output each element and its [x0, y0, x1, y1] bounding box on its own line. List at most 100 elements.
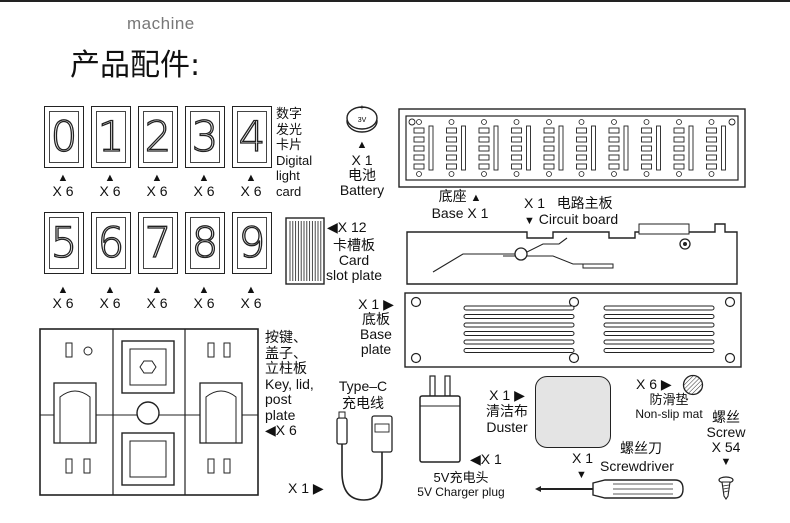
battery-qty: X 1 [351, 152, 373, 168]
charger-qty: ◀X 1 [470, 451, 502, 468]
digit-card-7: 7 [138, 212, 178, 274]
up-arrow-icon: ▲ [198, 172, 210, 184]
digit-card-5: 5 [44, 212, 84, 274]
sprue-qty: X 1 ▶ [288, 480, 324, 497]
up-arrow-icon: ▲ [57, 284, 69, 296]
circuit-qty: X 1 [524, 195, 546, 211]
base-label: 底座 ▲ Base X 1 [420, 189, 500, 221]
label-line: Digital [276, 152, 313, 168]
usb-cable-line: Type–C [338, 378, 388, 394]
qty-text: X 6 [193, 183, 215, 200]
key-lid-qty: X 6 [275, 422, 297, 438]
non-slip-label: 防滑垫 Non-slip mat [606, 393, 732, 422]
label-line: 立柱板 [265, 360, 307, 376]
digit-card-4: 4 [232, 106, 272, 168]
qty-text: X 6 [240, 295, 262, 312]
qty-text: X 6 [52, 295, 74, 312]
right-arrow-icon: ▶ [660, 376, 672, 392]
battery-icon: + 3V [346, 103, 378, 133]
left-arrow-icon: ◀ [327, 219, 338, 235]
digit-qty: ▲X 6 [85, 284, 135, 311]
base-plate-label: X 1 ▶ 底板 Base plate [346, 297, 406, 357]
digit-card-glyph: 4 [238, 112, 266, 161]
label-line: Key, lid, [265, 375, 314, 392]
screw-en: Screw [706, 424, 746, 440]
digit-qty: ▲X 6 [38, 172, 88, 199]
digit-qty: ▲X 6 [85, 172, 135, 199]
key-lid-post-label: 按键、 盖子、 立柱板 Key, lid, post plate ◀X 6 [265, 329, 314, 439]
duster-cloth-icon [535, 376, 611, 448]
qty-text: X 1 [288, 480, 310, 496]
digit-card-glyph: 2 [144, 112, 172, 161]
duster-label: X 1 ▶ 清洁布 Duster [476, 387, 538, 435]
battery-en: Battery [339, 182, 385, 198]
digit-qty: ▲X 6 [226, 284, 276, 311]
key-lid-post-sprue-icon [39, 328, 259, 496]
top-border [0, 0, 790, 2]
up-arrow-icon: ▲ [470, 192, 482, 204]
digit-card-glyph: 6 [97, 218, 125, 267]
label-line: 卡片 [276, 137, 303, 152]
charger-plug-icon [419, 375, 461, 463]
qty-text: X 6 [146, 183, 168, 200]
right-arrow-icon: ▶ [514, 387, 525, 403]
digit-qty: ▲X 6 [38, 284, 88, 311]
qty-text: X 6 [193, 295, 215, 312]
qty-text: X 1 [572, 450, 594, 466]
label-line: card [276, 183, 302, 199]
down-arrow-icon: ▼ [720, 456, 732, 468]
duster-cn: 清洁布 [486, 403, 528, 419]
up-arrow-icon: ▲ [356, 139, 368, 151]
qty-text: X 6 [52, 183, 74, 200]
non-slip-mat-icon [682, 374, 704, 396]
digit-card-glyph: 5 [50, 218, 78, 267]
up-arrow-icon: ▲ [57, 172, 69, 184]
qty-text: X 6 [99, 183, 121, 200]
battery-cell-label: 3V [358, 117, 367, 124]
down-arrow-icon: ▼ [576, 469, 587, 481]
circuit-cn: 电路主板 [556, 195, 613, 211]
usb-cable-line: 充电线 [342, 395, 384, 411]
screwdriver-cn: 螺丝刀 [620, 440, 662, 456]
digit-card-label: 数字 发光 卡片 Digital light card [276, 106, 312, 199]
right-arrow-icon: ▶ [383, 296, 394, 312]
screw-label: 螺丝 Screw X 54 ▼ [698, 410, 754, 470]
base-plate-qty: X 1 [358, 296, 380, 312]
screwdriver-qty: X 1 ▼ [572, 451, 593, 483]
duster-en: Duster [486, 419, 528, 435]
non-slip-en: Non-slip mat [635, 407, 703, 421]
qty-text: X 1 [480, 451, 502, 467]
up-arrow-icon: ▲ [151, 284, 163, 296]
digit-qty: ▲X 6 [179, 284, 229, 311]
digit-card-9: 9 [232, 212, 272, 274]
screwdriver-en: Screwdriver [600, 458, 674, 474]
qty-text: X 12 [337, 219, 367, 235]
label-line: light [276, 168, 300, 183]
circuit-board-icon [398, 108, 746, 188]
card-slot-plate-icon [285, 217, 325, 285]
card-slot-label: 卡槽板 Card slot plate [318, 238, 390, 283]
digit-card-glyph: 8 [191, 218, 219, 267]
digit-card-1: 1 [91, 106, 131, 168]
base-plate-en: plate [360, 341, 392, 357]
usb-cable-icon [336, 411, 393, 501]
svg-text:+: + [360, 103, 365, 112]
digit-qty: ▲X 6 [179, 172, 229, 199]
charger-en: 5V Charger plug [417, 485, 505, 499]
duster-qty: X 1 [489, 387, 511, 403]
base-qty: X 1 [467, 205, 489, 221]
label-line: plate [265, 406, 296, 423]
label-line: 盖子、 [265, 344, 307, 361]
card-slot-en: Card [338, 252, 370, 268]
circuit-board-label: X 1 电路主板 ▼ Circuit board [524, 195, 618, 229]
digit-card-glyph: 9 [238, 218, 266, 267]
charger-label: 5V充电头 5V Charger plug [406, 470, 516, 500]
right-arrow-icon: ▶ [312, 480, 324, 496]
digit-card-glyph: 3 [191, 112, 219, 161]
screw-cn: 螺丝 [712, 409, 740, 425]
left-arrow-icon: ◀ [470, 451, 481, 467]
left-arrow-icon: ◀ [265, 422, 276, 438]
qty-text: X 6 [99, 295, 121, 312]
usb-cable-label: Type–C 充电线 [330, 378, 396, 412]
screw-qty: X 54 [711, 439, 741, 455]
